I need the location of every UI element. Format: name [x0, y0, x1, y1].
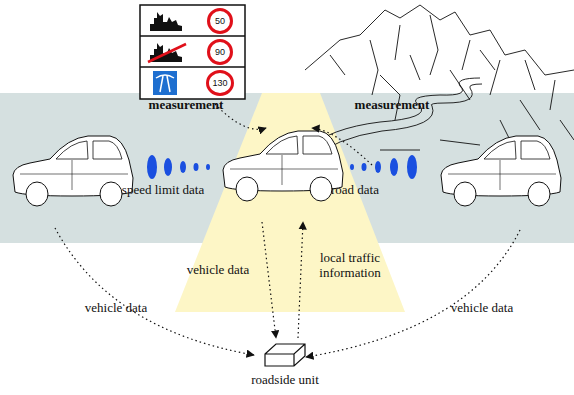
vehicle-left: [13, 136, 133, 206]
vehicle-center: [223, 131, 343, 201]
unit-label: roadside unit: [251, 372, 319, 387]
text-label: measurement: [355, 97, 430, 112]
text-label: vehicle data: [451, 300, 513, 315]
speed-limit-sign: 50: [207, 8, 233, 34]
vehicle-right: [441, 136, 561, 206]
measurement-waves: [147, 155, 417, 179]
text-label: vehicle data: [187, 262, 249, 277]
text-label: local traffic information: [311, 250, 389, 280]
sensor-field: [175, 93, 405, 312]
speed-value: 90: [215, 47, 225, 57]
speed-value: 130: [212, 78, 227, 88]
roadside-unit: roadside unit: [262, 340, 308, 370]
speed-limit-sign: 130: [206, 70, 234, 96]
speed-limit-panel: [140, 5, 245, 99]
text-label: vehicle data: [85, 300, 147, 315]
speed-value: 50: [215, 16, 225, 26]
data-arrows: [55, 104, 520, 357]
text-label: measurement: [149, 97, 224, 112]
text-label: speed limit data: [122, 182, 204, 197]
text-label: road data: [331, 182, 379, 197]
unit-box: [262, 340, 308, 370]
speed-limit-sign: 90: [207, 39, 233, 65]
